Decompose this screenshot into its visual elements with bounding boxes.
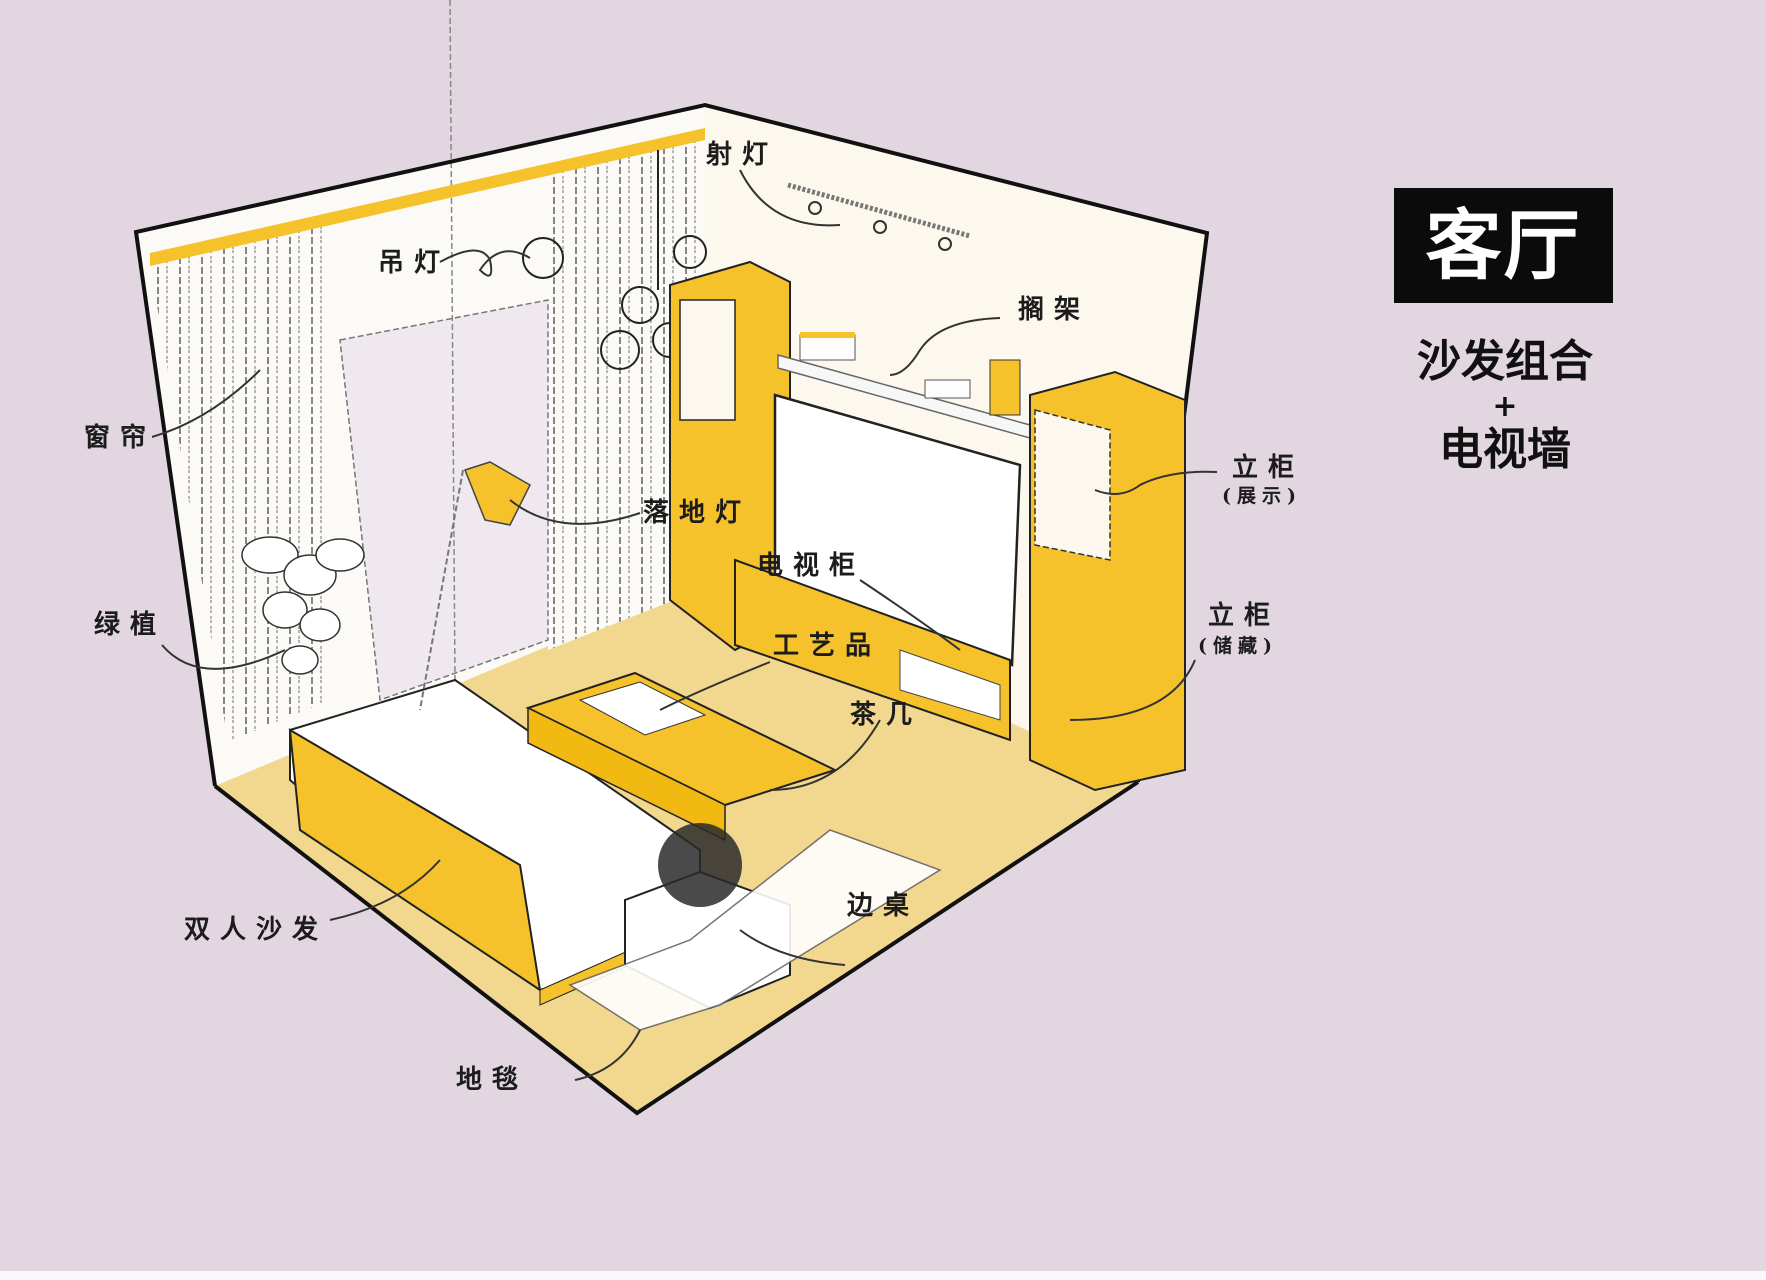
label-curtain: 窗帘 (84, 423, 157, 453)
page-title: 客厅 (1425, 200, 1582, 290)
label-floor-lamp: 落地灯 (643, 498, 752, 528)
bottom-strip (0, 1271, 1766, 1280)
label-storage-cabinet-note: (储藏) (1198, 635, 1278, 657)
label-display-cabinet-note: (展示) (1222, 485, 1302, 507)
curtain-rod (150, 128, 705, 266)
label-rug: 地毯 (456, 1065, 529, 1095)
label-shelf: 搁架 (1018, 295, 1091, 325)
label-spotlight: 射灯 (706, 140, 779, 170)
window (339, 299, 549, 702)
label-pendant-light: 吊灯 (378, 248, 451, 278)
subtitle-plus: + (1492, 389, 1518, 424)
label-side-table: 边桌 (847, 891, 920, 921)
floor-lamp-shade (464, 461, 531, 526)
side-table-plant (658, 823, 742, 907)
label-display-cabinet: 立柜 (1232, 453, 1305, 483)
curtain-right (548, 140, 700, 650)
label-tv-cabinet: 电视柜 (757, 551, 866, 581)
label-loveseat: 双人沙发 (184, 915, 329, 945)
label-crafts: 工艺品 (773, 631, 882, 661)
label-plant: 绿植 (94, 610, 167, 640)
subtitle-line2: 电视墙 (1439, 424, 1571, 475)
window-plant (241, 536, 365, 675)
label-coffee-table: 茶几 (850, 700, 923, 730)
label-storage-cabinet: 立柜 (1208, 601, 1281, 631)
title-box: 客厅 (1394, 188, 1613, 303)
subtitle-line1: 沙发组合 (1417, 336, 1593, 387)
